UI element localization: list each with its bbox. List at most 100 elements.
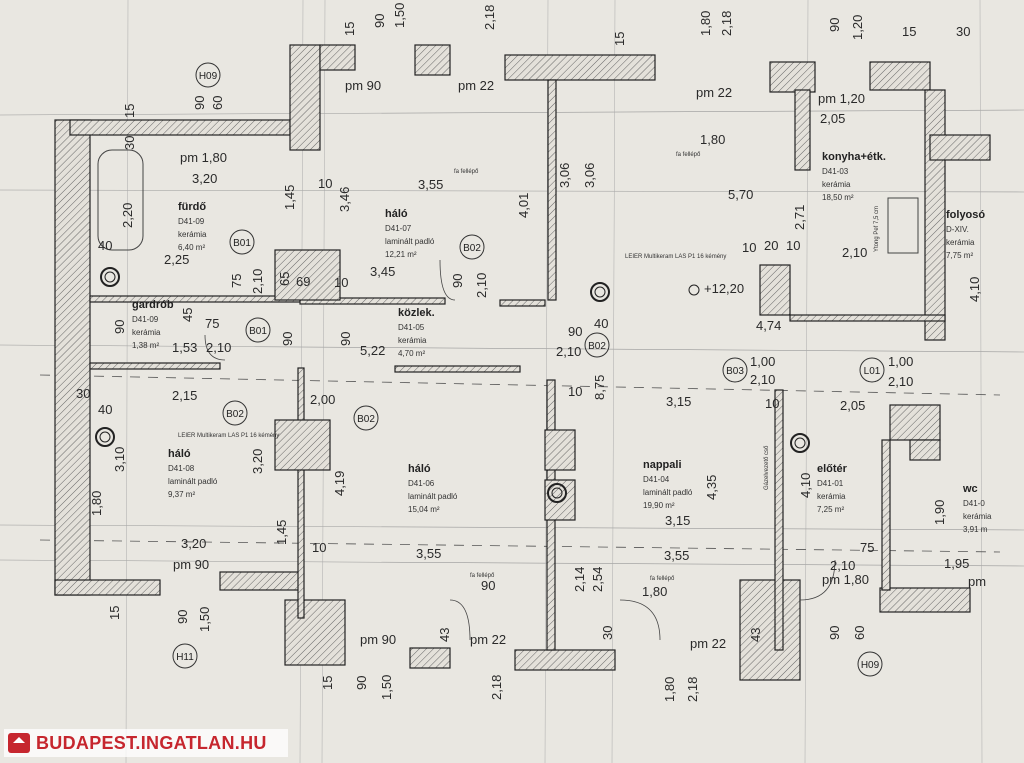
dimension-label: 2,25 — [164, 252, 189, 267]
dimension-label: 2,10 — [250, 269, 265, 294]
marker-label: B01 — [233, 238, 251, 249]
room-area: 4,70 m² — [398, 349, 425, 358]
dimension-label: 90 — [827, 18, 842, 32]
dimension-label: 4,35 — [704, 475, 719, 500]
dimension-label: 30 — [76, 386, 90, 401]
dimension-label: 3,55 — [416, 546, 441, 561]
room-area: 7,75 m² — [946, 251, 973, 260]
fixtures — [95, 149, 919, 641]
room-code: D41-0 — [963, 499, 985, 508]
marker-label: B02 — [226, 409, 244, 420]
dimension-label: 40 — [594, 316, 608, 331]
dimension-label: pm 90 — [360, 632, 396, 647]
dimension-label: pm 22 — [470, 632, 506, 647]
walls — [54, 44, 991, 681]
room-area: 3,91 m — [963, 525, 988, 534]
room-name: gardrób — [132, 299, 174, 311]
dimension-label: 1,45 — [274, 520, 289, 545]
room-area: 9,37 m² — [168, 490, 195, 499]
dimension-label: 2,71 — [792, 205, 807, 230]
dimension-label: 4,01 — [516, 193, 531, 218]
marker-circle — [172, 643, 198, 669]
room-area: 15,04 m² — [408, 505, 440, 514]
elevation-mark: +12,20 — [688, 281, 744, 296]
dimension-label: 43 — [748, 628, 763, 642]
room-floor: laminált padló — [643, 488, 693, 497]
dimension-label: 90 — [338, 332, 353, 346]
room-area: 12,21 m² — [385, 250, 417, 259]
annotation-note: Ytong Pef 7,5 cm — [874, 206, 880, 252]
dimension-label: 90 — [372, 14, 387, 28]
dimension-label: 2,10 — [888, 374, 913, 389]
annotation-note: Gázelvezető cső — [764, 445, 770, 490]
room-floor: laminált padló — [408, 492, 458, 501]
room-code: D41-07 — [385, 224, 412, 233]
marker-circle — [353, 405, 379, 431]
dimension-label: 3,45 — [370, 264, 395, 279]
dimension-label: 75 — [205, 316, 219, 331]
marker-label: B02 — [357, 414, 375, 425]
dimension-label: 1,00 — [888, 354, 913, 369]
dimension-label: 90 — [568, 324, 582, 339]
dimension-label: 15 — [320, 676, 335, 690]
marker-circle — [584, 332, 610, 358]
dimension-label: 1,80 — [700, 132, 725, 147]
marker-label: H11 — [176, 652, 194, 663]
room-code: D41-03 — [822, 167, 849, 176]
dimension-label: 10 — [786, 238, 800, 253]
marker-circle — [222, 400, 248, 426]
dimension-label: 1,20 — [850, 15, 865, 40]
dimension-label: 1,80 — [89, 491, 104, 516]
annotation-note: fa fellépő — [676, 152, 701, 158]
dimension-label: 90 — [354, 676, 369, 690]
dimension-label: 3,55 — [418, 177, 443, 192]
room-name: közlek. — [398, 307, 435, 319]
dimension-label: 90 — [450, 274, 465, 288]
watermark: BUDAPEST.INGATLAN.HU — [4, 729, 288, 757]
dimension-label: 2,10 — [842, 245, 867, 260]
room-code: D41-04 — [643, 475, 670, 484]
dimension-label: 3,20 — [181, 536, 206, 551]
room-area: 18,50 m² — [822, 193, 854, 202]
dimension-label: 2,10 — [750, 372, 775, 387]
room-floor: laminált padló — [168, 477, 218, 486]
room-code: D41-06 — [408, 479, 435, 488]
room-area: 1,38 m² — [132, 341, 159, 350]
dimension-label: 3,06 — [582, 163, 597, 188]
room-name: fürdő — [178, 201, 206, 213]
room-name: háló — [385, 208, 408, 220]
annotation-note: fa fellépő — [454, 169, 479, 175]
dimension-label: 90 — [112, 320, 127, 334]
watermark-text: BUDAPEST.INGATLAN.HU — [36, 732, 267, 753]
dimension-label: pm 1,80 — [180, 150, 227, 165]
house-logo-icon — [8, 733, 30, 753]
dimension-label: pm 90 — [345, 78, 381, 93]
dimension-label: 4,74 — [756, 318, 781, 333]
annotation-note: fa fellépő — [470, 573, 495, 579]
room-name: háló — [168, 448, 191, 460]
room-code: D41-09 — [178, 217, 205, 226]
dimension-label: 3,20 — [250, 449, 265, 474]
dimension-label: 5,70 — [728, 187, 753, 202]
annotation-note: fa fellépő — [650, 576, 675, 582]
dimension-label: 3,06 — [557, 163, 572, 188]
dimension-label: 2,10 — [474, 273, 489, 298]
dimension-label: 60 — [852, 626, 867, 640]
dimension-label: 2,20 — [120, 203, 135, 228]
dimension-label: 1,80 — [698, 11, 713, 36]
room-name: wc — [962, 483, 978, 495]
dimension-label: pm 90 — [173, 557, 209, 572]
dimension-label: 8,75 — [592, 375, 607, 400]
dimension-label: 20 — [764, 238, 778, 253]
marker-circle — [459, 234, 485, 260]
room-name: háló — [408, 463, 431, 475]
room-code: D41-08 — [168, 464, 195, 473]
dimension-label: 40 — [98, 402, 112, 417]
